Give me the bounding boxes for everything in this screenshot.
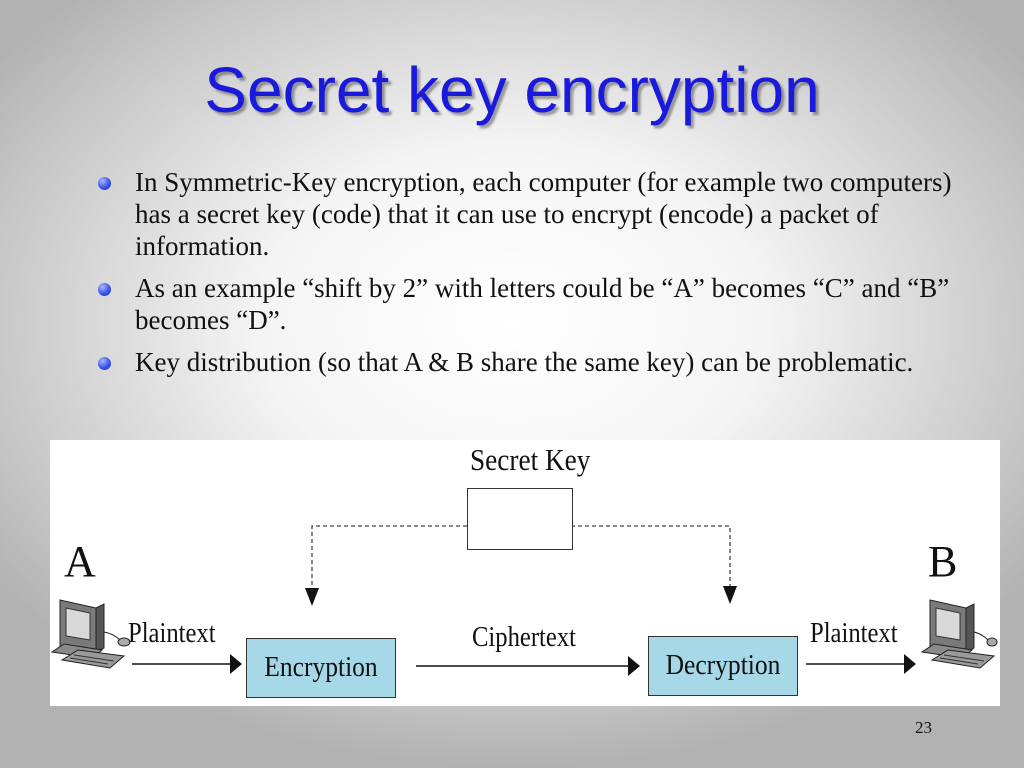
bullet-item: In Symmetric-Key encryption, each comput… [98,166,958,262]
encryption-box: Encryption [246,638,396,698]
encryption-diagram: Secret Key A B Plaintext Ciphertext Plai… [50,440,1000,706]
plaintext-label-right: Plaintext [810,618,898,649]
slide-title: Secret key encryption [204,54,820,126]
bullet-text: Key distribution (so that A & B share th… [135,347,914,377]
decryption-label: Decryption [665,649,781,681]
bullet-dot-icon [98,177,111,190]
bullet-item: Key distribution (so that A & B share th… [98,346,958,378]
ciphertext-label: Ciphertext [472,622,577,653]
decryption-box: Decryption [648,636,798,696]
encryption-label: Encryption [264,651,378,683]
bullet-text: In Symmetric-Key encryption, each comput… [135,167,952,261]
bullet-dot-icon [98,357,111,370]
key-line-left [311,525,467,598]
key-arrow-right [723,586,737,604]
computer-icon [50,599,131,669]
party-b-label: B [928,537,958,586]
page-number: 23 [915,718,932,737]
key-arrow-left [305,588,319,606]
bullet-item: As an example “shift by 2” with letters … [98,272,958,336]
secret-key-box [467,488,573,550]
bullet-list: In Symmetric-Key encryption, each comput… [98,166,958,388]
party-a-label: A [64,537,96,586]
bullet-text: As an example “shift by 2” with letters … [135,273,950,335]
bullet-dot-icon [98,283,111,296]
key-line-right [571,525,731,596]
diagram-connectors [50,505,998,676]
secret-key-label: Secret Key [470,442,591,477]
plaintext-label-left: Plaintext [128,618,216,649]
computer-icon [920,599,998,669]
